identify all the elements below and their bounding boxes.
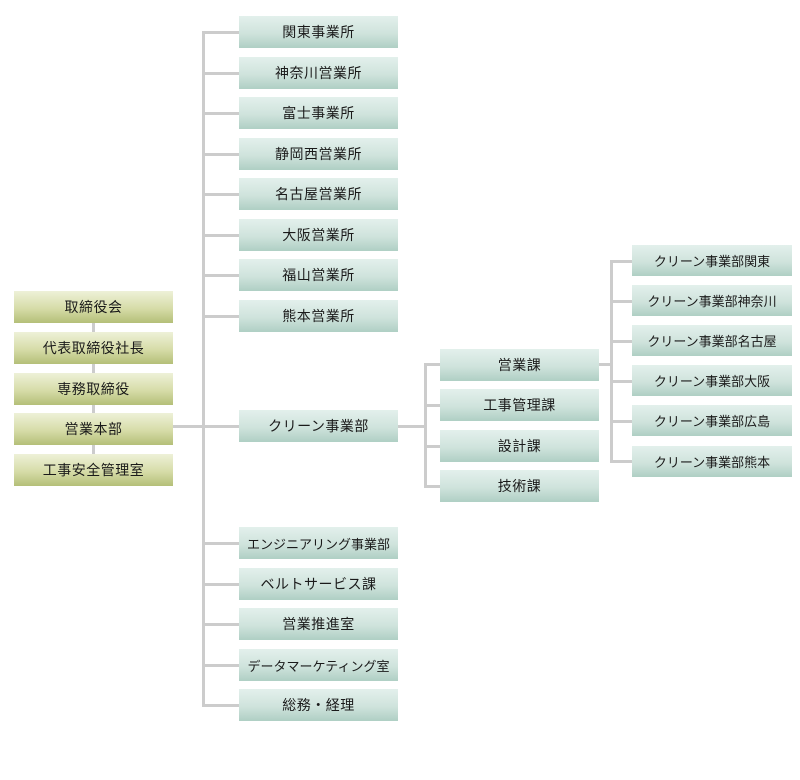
connector-regions-trunk — [610, 260, 613, 463]
connector-branch — [202, 583, 239, 586]
connector-clean-to-sections — [398, 425, 426, 428]
org-box-senior-director: 専務取締役 — [14, 373, 173, 405]
connector-branch — [424, 485, 440, 488]
org-box-office: 熊本営業所 — [239, 300, 398, 332]
org-box-sales-hq: 営業本部 — [14, 413, 173, 445]
org-box-office: 名古屋営業所 — [239, 178, 398, 210]
connector-branch — [424, 363, 440, 366]
connector-branch — [610, 420, 632, 423]
connector-branch — [610, 260, 632, 263]
connector-branch — [424, 404, 440, 407]
org-box-region: クリーン事業部名古屋 — [632, 325, 792, 356]
org-box-office: 静岡西営業所 — [239, 138, 398, 170]
org-box-general-affairs: 総務・経理 — [239, 689, 398, 721]
connector-branch — [202, 234, 239, 237]
connector-sections-trunk — [424, 363, 427, 487]
connector-branch — [610, 340, 632, 343]
connector-branch — [202, 315, 239, 318]
org-box-office: 福山営業所 — [239, 259, 398, 291]
connector-main-trunk — [202, 31, 205, 706]
connector-branch — [202, 193, 239, 196]
connector-sales-to-regions — [599, 363, 612, 366]
connector-hq-to-trunk — [173, 425, 239, 428]
connector-branch — [202, 274, 239, 277]
org-box-office: 神奈川営業所 — [239, 57, 398, 89]
connector-branch — [202, 704, 239, 707]
org-box-section: 工事管理課 — [440, 389, 599, 421]
connector-branch — [202, 623, 239, 626]
org-box-safety-office: 工事安全管理室 — [14, 454, 173, 486]
org-box-data-marketing: データマーケティング室 — [239, 649, 398, 681]
connector-branch — [202, 664, 239, 667]
org-box-region: クリーン事業部神奈川 — [632, 285, 792, 316]
org-box-office: 関東事業所 — [239, 16, 398, 48]
org-box-clean-division: クリーン事業部 — [239, 410, 398, 442]
org-box-office: 富士事業所 — [239, 97, 398, 129]
connector-branch — [610, 380, 632, 383]
connector-branch — [202, 153, 239, 156]
org-box-section: 設計課 — [440, 430, 599, 462]
org-box-office: 大阪営業所 — [239, 219, 398, 251]
org-box-region: クリーン事業部広島 — [632, 405, 792, 436]
org-box-belt-service: ベルトサービス課 — [239, 568, 398, 600]
connector-branch — [610, 460, 632, 463]
org-box-engineering: エンジニアリング事業部 — [239, 527, 398, 559]
org-box-section: 営業課 — [440, 349, 599, 381]
org-box-region: クリーン事業部関東 — [632, 245, 792, 276]
connector-branch — [202, 72, 239, 75]
org-box-sales-promotion: 営業推進室 — [239, 608, 398, 640]
connector-branch — [202, 31, 239, 34]
connector-branch — [202, 542, 239, 545]
connector-branch — [424, 445, 440, 448]
org-box-region: クリーン事業部熊本 — [632, 446, 792, 477]
connector-branch — [610, 300, 632, 303]
connector-branch — [202, 112, 239, 115]
org-box-section: 技術課 — [440, 470, 599, 502]
org-box-region: クリーン事業部大阪 — [632, 365, 792, 396]
org-box-president: 代表取締役社長 — [14, 332, 173, 364]
org-box-board: 取締役会 — [14, 291, 173, 323]
